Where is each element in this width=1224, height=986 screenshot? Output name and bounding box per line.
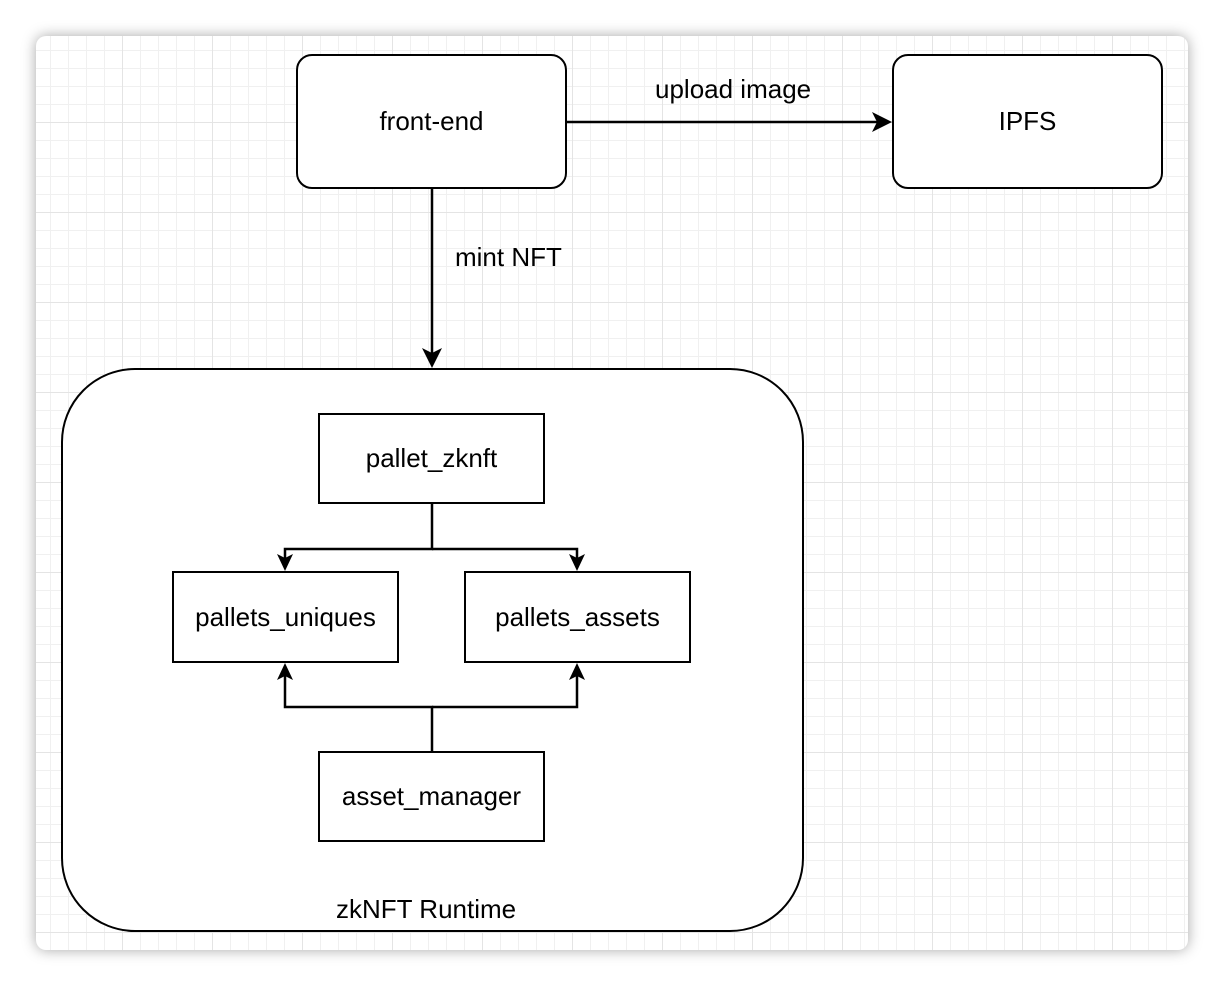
manager-to-uniques-arrow — [283, 674, 434, 751]
pallet-zknft-label: pallet_zknft — [365, 443, 498, 473]
front-end-node: front-end — [296, 54, 567, 189]
upload-image-label: upload image — [655, 74, 812, 104]
ipfs-label: IPFS — [998, 106, 1057, 136]
manager-to-assets-arrow — [432, 674, 579, 709]
connectors — [277, 112, 892, 751]
upload-image-arrowhead — [872, 112, 892, 132]
diagram-canvas: front-end IPFS pallet_zknft pallets_uniq… — [36, 36, 1188, 950]
ipfs-node: IPFS — [892, 54, 1163, 189]
asset-manager-label: asset_manager — [341, 781, 522, 811]
pallet-zknft-node: pallet_zknft — [318, 413, 545, 504]
pallets-uniques-node: pallets_uniques — [172, 571, 399, 663]
pallets-assets-node: pallets_assets — [464, 571, 691, 663]
zknft-to-assets-arrow — [432, 547, 579, 560]
mint-nft-label: mint NFT — [455, 242, 562, 272]
runtime-container-label: zkNFT Runtime — [336, 894, 517, 924]
asset-manager-node: asset_manager — [318, 751, 545, 842]
pallets-uniques-label: pallets_uniques — [195, 601, 376, 632]
mint-nft-arrowhead — [422, 348, 442, 368]
pallets-assets-label: pallets_assets — [495, 601, 660, 632]
zknft-to-uniques-arrow — [283, 504, 434, 560]
front-end-label: front-end — [379, 106, 484, 136]
